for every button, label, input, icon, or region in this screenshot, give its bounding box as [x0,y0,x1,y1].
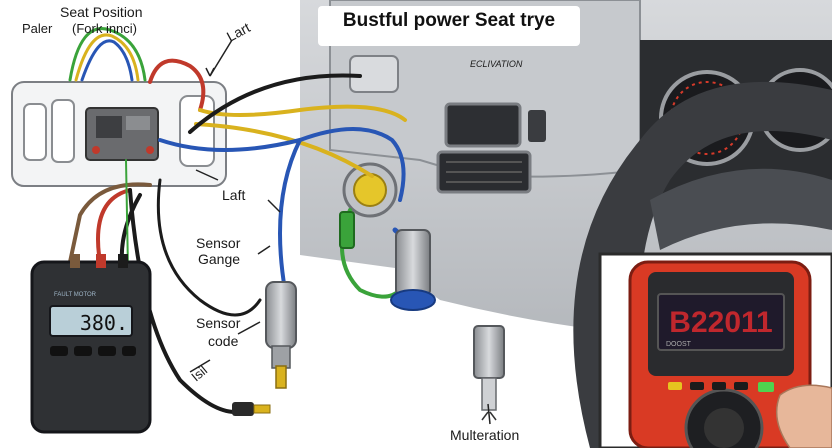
small-meter-brand: FAULT MOTOR [54,292,97,298]
label-sensor-code-1: Sensor [196,315,241,331]
small-multimeter: FAULT MOTOR 380. [30,254,152,434]
label-paler: Paler [22,21,53,36]
meter-button[interactable] [74,346,92,356]
label-isil: Isil [188,363,210,385]
sensor-probe [265,281,297,389]
upper-vent [444,102,522,148]
function-button[interactable] [668,382,682,390]
seat-module [11,81,227,187]
label-sensor-gange-2: Gange [198,251,240,267]
label-sensor-gange-1: Sensor [196,235,241,251]
meter-button[interactable] [50,346,68,356]
small-meter-reading: 380. [80,311,128,335]
page-title: Bustful power Seat trye [342,10,556,31]
function-button[interactable] [734,382,748,390]
meter-button[interactable] [122,346,136,356]
label-multeration: Multeration [450,427,519,443]
function-button[interactable] [690,382,704,390]
big-meter-display [657,293,785,351]
label-sensor-code-2: code [208,333,239,349]
jack-connector [232,402,271,416]
function-button[interactable] [712,382,726,390]
label-lart: Lart [224,19,253,45]
dash-badge: ECLIVATION [470,59,523,69]
function-button[interactable] [758,382,774,392]
big-meter-sub: DOOST [666,341,692,348]
label-fork: (Fork innci) [72,21,137,36]
meter-button[interactable] [98,346,116,356]
label-laft: Laft [222,187,245,203]
multimeter-probe-tip [473,325,505,421]
title-box [318,6,580,46]
small-meter-display [49,305,133,337]
finger [775,384,832,448]
label-seat-position: Seat Position [60,4,143,20]
ignition-probe [339,211,436,311]
big-multimeter-inset: B22011 DOOST [598,252,832,448]
big-meter-code: B22011 [669,306,772,339]
label-leaders [189,39,491,425]
